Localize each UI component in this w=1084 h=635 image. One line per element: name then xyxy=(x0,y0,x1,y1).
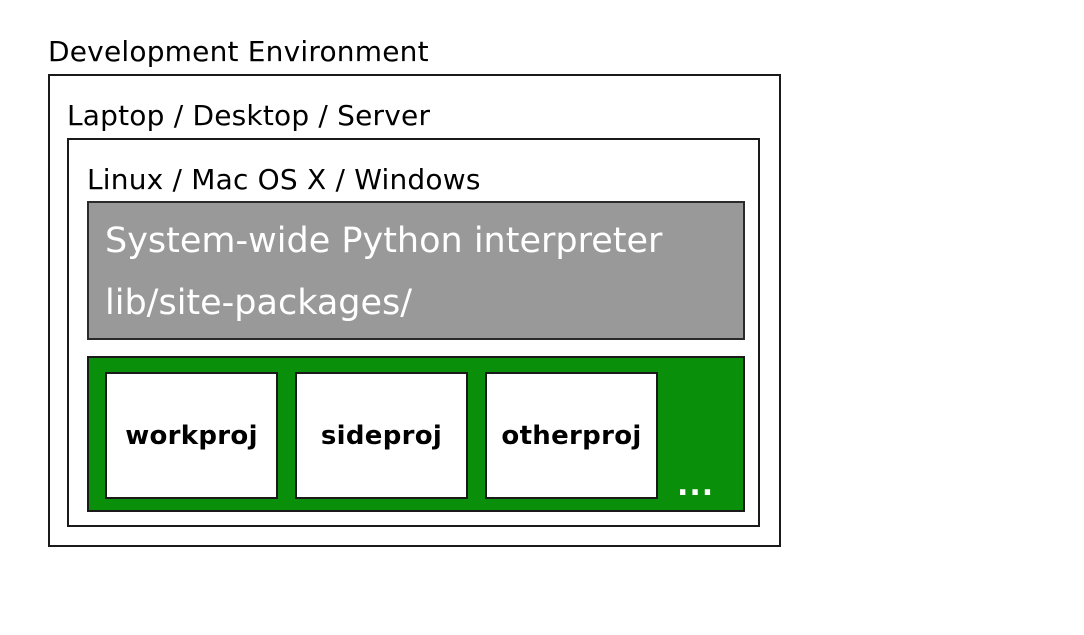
virtualenv-box: otherproj xyxy=(485,372,658,499)
hardware-title: Laptop / Desktop / Server xyxy=(67,99,431,132)
virtualenv-label: sideproj xyxy=(320,420,443,451)
more-ellipsis: ... xyxy=(677,468,715,503)
site-packages-path: lib/site-packages/ xyxy=(105,283,413,323)
virtualenv-box: workproj xyxy=(105,372,278,499)
system-python-box: System-wide Python interpreter lib/site-… xyxy=(87,201,745,340)
virtualenv-container: workproj sideproj otherproj ... xyxy=(87,356,745,512)
virtualenv-label: workproj xyxy=(125,420,258,451)
os-title: Linux / Mac OS X / Windows xyxy=(87,163,481,196)
virtualenv-box: sideproj xyxy=(295,372,468,499)
environment-title: Development Environment xyxy=(48,35,429,68)
system-python-title: System-wide Python interpreter xyxy=(105,221,663,261)
virtualenv-label: otherproj xyxy=(501,420,642,451)
